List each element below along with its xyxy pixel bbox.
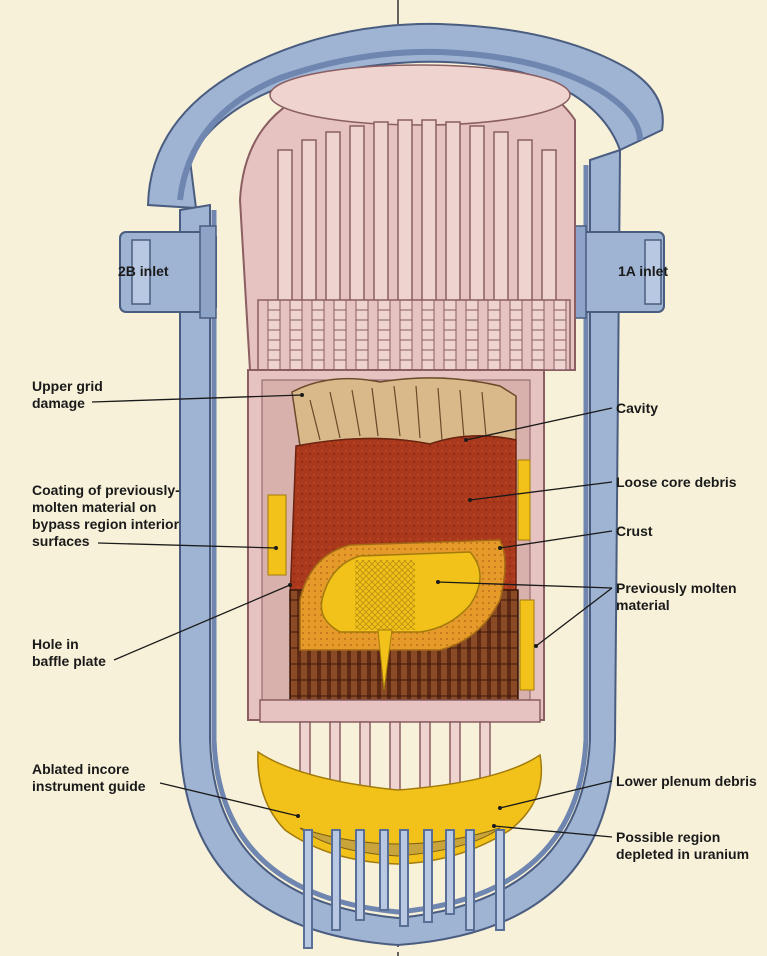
- label-line: Upper grid: [32, 378, 103, 395]
- label-coating: Coating of previously- molten material o…: [32, 482, 180, 550]
- label-line: Hole in: [32, 636, 106, 653]
- label-lower-plenum-debris: Lower plenum debris: [616, 773, 757, 790]
- label-line: surfaces: [32, 533, 180, 550]
- label-line: Possible region: [616, 829, 749, 846]
- label-line: depleted in uranium: [616, 846, 749, 863]
- label-hole-in-baffle: Hole in baffle plate: [32, 636, 106, 670]
- label-upper-grid-damage: Upper grid damage: [32, 378, 103, 412]
- label-line: damage: [32, 395, 103, 412]
- label-line: instrument guide: [32, 778, 146, 795]
- label-crust: Crust: [616, 523, 653, 540]
- label-possible-region: Possible region depleted in uranium: [616, 829, 749, 863]
- label-line: bypass region interior: [32, 516, 180, 533]
- label-loose-core-debris: Loose core debris: [616, 474, 737, 491]
- label-line: Coating of previously-: [32, 482, 180, 499]
- label-line: molten material on: [32, 499, 180, 516]
- label-line: Previously molten: [616, 580, 737, 597]
- label-line: material: [616, 597, 737, 614]
- label-previously-molten: Previously molten material: [616, 580, 737, 614]
- label-line: Ablated incore: [32, 761, 146, 778]
- label-cavity: Cavity: [616, 400, 658, 417]
- label-1a-inlet: 1A inlet: [618, 263, 668, 280]
- label-2b-inlet: 2B inlet: [118, 263, 169, 280]
- label-ablated-incore: Ablated incore instrument guide: [32, 761, 146, 795]
- label-line: baffle plate: [32, 653, 106, 670]
